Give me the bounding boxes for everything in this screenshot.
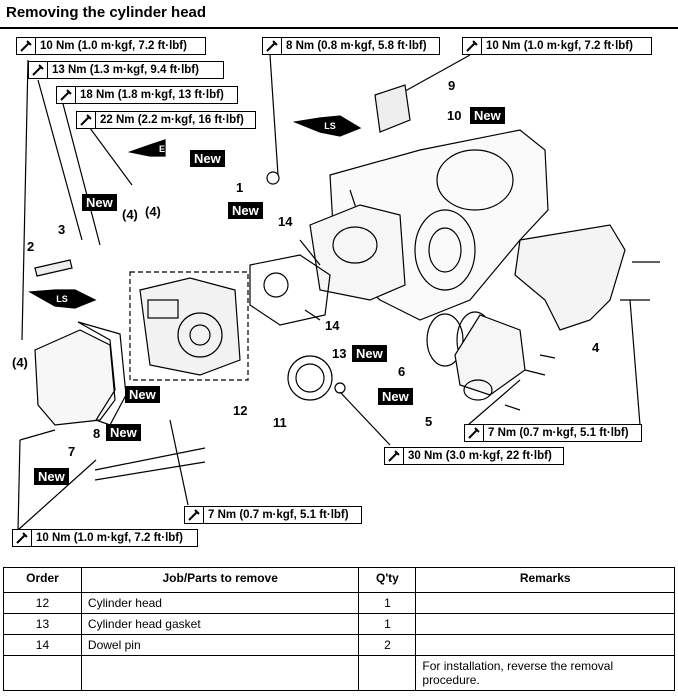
order-cell: 12	[3, 592, 82, 614]
callout-13: 13	[332, 346, 347, 361]
torque-wrench-icon	[13, 530, 32, 546]
parts-removal-table: Order Job/Parts to remove Q'ty Remarks 1…	[3, 567, 675, 691]
torque-spec-box: 10 Nm (1.0 m·kgf, 7.2 ft·lbf)	[462, 37, 652, 55]
torque-wrench-icon	[385, 448, 404, 464]
column-header-order: Order	[3, 567, 82, 593]
torque-wrench-icon	[463, 38, 482, 54]
torque-value: 13 Nm (1.3 m·kgf, 9.4 ft·lbf)	[52, 64, 199, 76]
callout-1: 1	[236, 180, 244, 195]
torque-wrench-icon	[465, 425, 484, 441]
torque-value: 18 Nm (1.8 m·kgf, 13 ft·lbf)	[80, 89, 224, 101]
part-cell: Dowel pin	[80, 634, 360, 656]
remarks-cell	[415, 634, 675, 656]
page-title: Removing the cylinder head	[6, 4, 207, 21]
callout-3: 3	[58, 222, 66, 237]
installation-note: For installation, reverse the removal pr…	[415, 655, 675, 691]
callout-11: 11	[273, 415, 287, 430]
callout-2: 2	[27, 239, 35, 254]
new-part-badge: New	[190, 150, 225, 167]
part-cell: Cylinder head gasket	[80, 613, 360, 635]
torque-wrench-icon	[77, 112, 96, 128]
torque-wrench-icon	[185, 507, 204, 523]
lithium-grease-symbol-label: LS	[324, 121, 336, 131]
qty-cell: 1	[358, 613, 417, 635]
callout-10: 10	[447, 108, 462, 123]
torque-value: 10 Nm (1.0 m·kgf, 7.2 ft·lbf)	[486, 40, 633, 52]
table-row: 12 Cylinder head 1	[3, 592, 675, 614]
engine-oil-symbol-label: E	[159, 144, 165, 154]
lithium-grease-symbol-label: LS	[56, 294, 68, 304]
torque-wrench-icon	[29, 62, 48, 78]
table-footer-row: For installation, reverse the removal pr…	[3, 655, 675, 691]
torque-spec-box: 22 Nm (2.2 m·kgf, 16 ft·lbf)	[76, 111, 256, 129]
torque-value: 8 Nm (0.8 m·kgf, 5.8 ft·lbf)	[286, 40, 427, 52]
column-header-parts: Job/Parts to remove	[80, 567, 360, 593]
torque-wrench-icon	[17, 38, 36, 54]
callout-4b: (4)	[145, 204, 161, 219]
part-cell: Cylinder head	[80, 592, 360, 614]
torque-spec-box: 30 Nm (3.0 m·kgf, 22 ft·lbf)	[384, 447, 564, 465]
torque-wrench-icon	[263, 38, 282, 54]
torque-spec-box: 13 Nm (1.3 m·kgf, 9.4 ft·lbf)	[28, 61, 224, 79]
torque-spec-box: 10 Nm (1.0 m·kgf, 7.2 ft·lbf)	[16, 37, 206, 55]
callout-6: 6	[398, 364, 406, 379]
callout-4d: 4	[592, 340, 600, 355]
torque-spec-box: 10 Nm (1.0 m·kgf, 7.2 ft·lbf)	[12, 529, 198, 547]
callout-14a: 14	[278, 214, 293, 229]
new-part-badge: New	[125, 386, 160, 403]
callout-4c: (4)	[12, 355, 28, 370]
table-row: 13 Cylinder head gasket 1	[3, 613, 675, 635]
new-part-badge: New	[470, 107, 505, 124]
new-part-badge: New	[378, 388, 413, 405]
remarks-cell	[415, 613, 675, 635]
new-part-badge: New	[352, 345, 387, 362]
callout-8: 8	[93, 426, 101, 441]
torque-value: 10 Nm (1.0 m·kgf, 7.2 ft·lbf)	[36, 532, 183, 544]
title-divider	[0, 27, 678, 29]
qty-cell: 2	[358, 634, 417, 656]
new-part-badge: New	[34, 468, 69, 485]
column-header-remarks: Remarks	[415, 567, 675, 593]
callout-14b: 14	[325, 318, 340, 333]
new-part-badge: New	[228, 202, 263, 219]
torque-spec-box: 18 Nm (1.8 m·kgf, 13 ft·lbf)	[56, 86, 238, 104]
table-header-row: Order Job/Parts to remove Q'ty Remarks	[3, 567, 675, 593]
new-part-badge: New	[106, 424, 141, 441]
table-row: 14 Dowel pin 2	[3, 634, 675, 656]
callout-4a: (4)	[122, 207, 138, 222]
torque-value: 10 Nm (1.0 m·kgf, 7.2 ft·lbf)	[40, 40, 187, 52]
torque-wrench-icon	[57, 87, 76, 103]
torque-spec-box: 7 Nm (0.7 m·kgf, 5.1 ft·lbf)	[464, 424, 642, 442]
torque-value: 7 Nm (0.7 m·kgf, 5.1 ft·lbf)	[208, 509, 349, 521]
exploded-diagram: E LS LS	[17, 54, 660, 531]
torque-spec-box: 8 Nm (0.8 m·kgf, 5.8 ft·lbf)	[262, 37, 440, 55]
callout-7: 7	[68, 444, 76, 459]
order-cell: 13	[3, 613, 82, 635]
order-cell: 14	[3, 634, 82, 656]
callout-9: 9	[448, 78, 456, 93]
qty-cell: 1	[358, 592, 417, 614]
remarks-cell	[415, 592, 675, 614]
callout-12: 12	[233, 403, 248, 418]
callout-5: 5	[425, 414, 433, 429]
column-header-qty: Q'ty	[358, 567, 417, 593]
torque-spec-box: 7 Nm (0.7 m·kgf, 5.1 ft·lbf)	[184, 506, 362, 524]
torque-value: 30 Nm (3.0 m·kgf, 22 ft·lbf)	[408, 450, 552, 462]
torque-value: 7 Nm (0.7 m·kgf, 5.1 ft·lbf)	[488, 427, 629, 439]
torque-value: 22 Nm (2.2 m·kgf, 16 ft·lbf)	[100, 114, 244, 126]
new-part-badge: New	[82, 194, 117, 211]
